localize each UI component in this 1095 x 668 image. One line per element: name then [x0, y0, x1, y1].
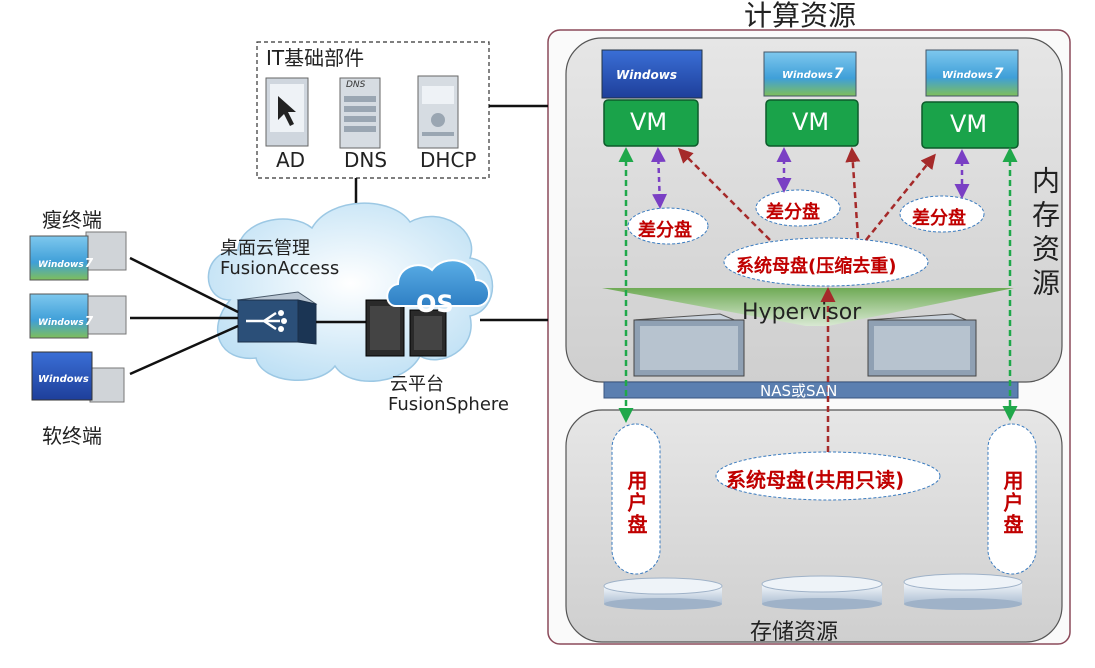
compute-title: 计算资源 [744, 0, 857, 32]
vm2-label: VM [792, 108, 830, 136]
vm1-win-brand: Windows [616, 68, 677, 82]
diff-disk-3-label: 差分盘 [912, 208, 966, 229]
hypervisor-band [602, 288, 1014, 326]
platform-name-cn: 云平台 [390, 374, 444, 395]
user-disk-right-label: 用户盘 [1000, 470, 1024, 536]
vm2-box [765, 99, 859, 147]
storage-disks-middle [761, 575, 883, 610]
user-disk-left-label: 用户盘 [624, 470, 648, 536]
it-components-title: IT基础部件 [266, 46, 365, 70]
vm3-box [921, 101, 1019, 149]
os-label: OS [416, 290, 454, 318]
dns-icon-text: DNS [346, 80, 366, 90]
system-disk-compressed-label: 系统母盘(压缩去重) [736, 256, 897, 277]
system-disk-shared-label: 系统母盘(共用只读) [726, 468, 905, 492]
physical-server-left-icon [633, 313, 745, 377]
memory-label: 内存资源 [1028, 166, 1061, 302]
sys-to-vm2-arrow [845, 147, 861, 239]
diff-disk-3 [899, 195, 985, 233]
storage-disks-left [603, 577, 723, 610]
system-disk-shared [715, 451, 941, 501]
thin-terminal-2-icon [29, 293, 127, 339]
it-item-ad: AD [276, 148, 306, 172]
diff-disk-2 [755, 189, 841, 227]
thin1-win-brand: Windows7 [38, 256, 94, 270]
access-name-en: FusionAccess [220, 258, 340, 279]
access-name-cn: 桌面云管理 [220, 238, 310, 259]
storage-label: 存储资源 [750, 620, 839, 645]
vm1-diff-arrow [650, 147, 668, 209]
user-disk-right [987, 423, 1037, 575]
it-item-dns: DNS [344, 148, 388, 172]
vm3-screen-win7 [925, 49, 1019, 97]
soft-win-brand: Windows [38, 374, 89, 385]
access-gateway-icon [236, 291, 318, 345]
hypervisor-label: Hypervisor [742, 300, 862, 325]
vm2-win-brand: Windows7 [782, 66, 844, 82]
physical-server-right-icon [867, 313, 977, 377]
diff-disk-2-label: 差分盘 [766, 202, 820, 223]
soft-terminal-label: 软终端 [42, 424, 102, 448]
nas-san-label: NAS或SAN [760, 382, 838, 400]
soft-terminal-line [129, 324, 239, 376]
user-disk-left [611, 423, 661, 575]
vm1-screen-xp [601, 49, 703, 99]
platform-name-en: FusionSphere [388, 394, 509, 415]
vm1-label: VM [630, 108, 668, 136]
sys-to-vm3-arrow [865, 153, 936, 241]
thin-terminal-line-1 [129, 256, 239, 314]
thin2-win-brand: Windows7 [38, 314, 94, 328]
thin-terminal-1-icon [29, 231, 127, 281]
nas-san-bar [603, 381, 1019, 399]
ad-server-icon [265, 77, 309, 147]
vm3-win-brand: Windows7 [942, 66, 1004, 82]
vm3-label: VM [950, 110, 988, 138]
vm2-screen-win7 [763, 51, 857, 97]
system-disk-compressed [723, 237, 929, 287]
diff-disk-1-label: 差分盘 [638, 220, 692, 241]
sys-to-vm1-arrow [677, 147, 771, 241]
it-item-dhcp: DHCP [420, 148, 477, 172]
os-cloud-icon [386, 259, 490, 307]
vm1-box [603, 99, 699, 147]
thin-terminal-label: 瘦终端 [42, 208, 102, 232]
soft-terminal-icon [31, 351, 125, 403]
dns-server-icon [339, 77, 381, 149]
platform-servers-icon [365, 299, 447, 357]
storage-disks-right [903, 573, 1023, 610]
dhcp-server-icon [417, 75, 459, 149]
diff-disk-1 [627, 207, 709, 245]
